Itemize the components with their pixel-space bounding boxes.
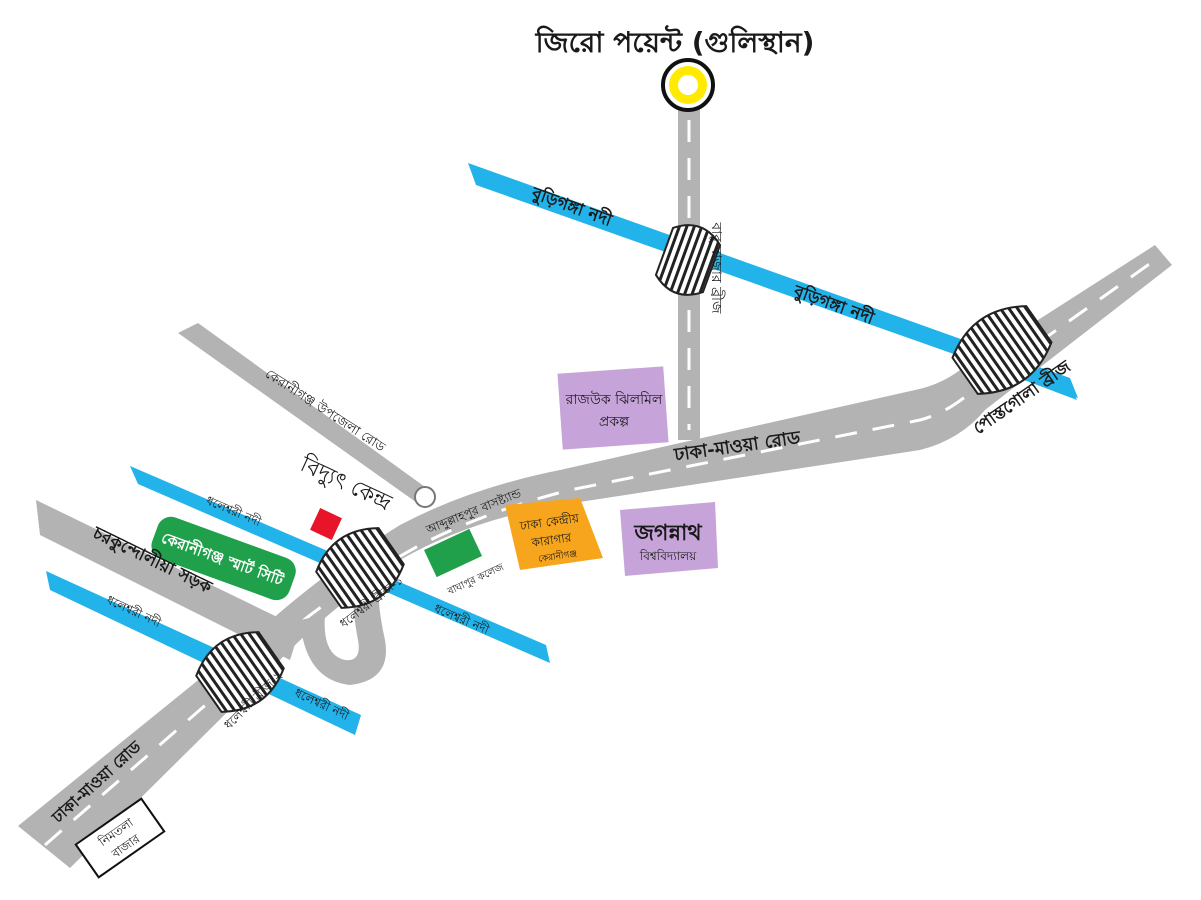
svg-text:কারাগার: কারাগার bbox=[530, 530, 573, 550]
rajuk-jhilmil-box: রাজউক ঝিলমিল প্রকল্প bbox=[557, 366, 669, 450]
roads bbox=[18, 100, 1172, 868]
jagannath-university-box: জগন্নাথ বিশ্ববিদ্যালয় bbox=[620, 502, 718, 576]
dhaka-central-jail-box: ঢাকা কেন্দ্রীয় কারাগার কেরানীগঞ্জ bbox=[505, 498, 603, 570]
nimtola-bazar-box: নিমতলা বাজার bbox=[74, 797, 166, 879]
power-station-square bbox=[310, 508, 342, 540]
babubazar-bridge bbox=[654, 224, 722, 296]
svg-text:জগন্নাথ: জগন্নাথ bbox=[633, 521, 702, 546]
upazila-road bbox=[178, 323, 432, 505]
buriganga-label-1: বুড়িগঙ্গা নদী bbox=[528, 181, 616, 231]
dhaleshwari-river-lower bbox=[46, 571, 361, 735]
bridges bbox=[195, 224, 1053, 713]
postogola-bridge bbox=[951, 305, 1053, 395]
svg-text:বিশ্ববিদ্যালয়: বিশ্ববিদ্যালয় bbox=[639, 549, 697, 563]
buriganga-river-band bbox=[468, 163, 1078, 398]
svg-text:রাজউক ঝিলমিল: রাজউক ঝিলমিল bbox=[565, 391, 663, 408]
dhaleshwari-bridge-1 bbox=[315, 527, 405, 609]
zero-point-label: জিরো পয়েন্ট (গুলিস্থান) bbox=[535, 24, 815, 59]
charkundoli-road bbox=[36, 500, 300, 660]
svg-text:প্রকল্প: প্রকল্প bbox=[599, 414, 630, 430]
junction-circle bbox=[414, 486, 436, 508]
buriganga-label-2: বুড়িগঙ্গা নদী bbox=[790, 279, 878, 329]
zero-point-marker bbox=[661, 58, 715, 112]
dhaleshwari-bridge-2 bbox=[195, 631, 285, 713]
college-square bbox=[424, 528, 482, 578]
dhaka-mawa-road bbox=[18, 245, 1172, 868]
upazila-road-label: কেরানীগঞ্জ উপজেলা রোড bbox=[262, 366, 388, 456]
babubazar-bridge-label: বাবু বাজার ব্রীজ bbox=[708, 221, 725, 314]
